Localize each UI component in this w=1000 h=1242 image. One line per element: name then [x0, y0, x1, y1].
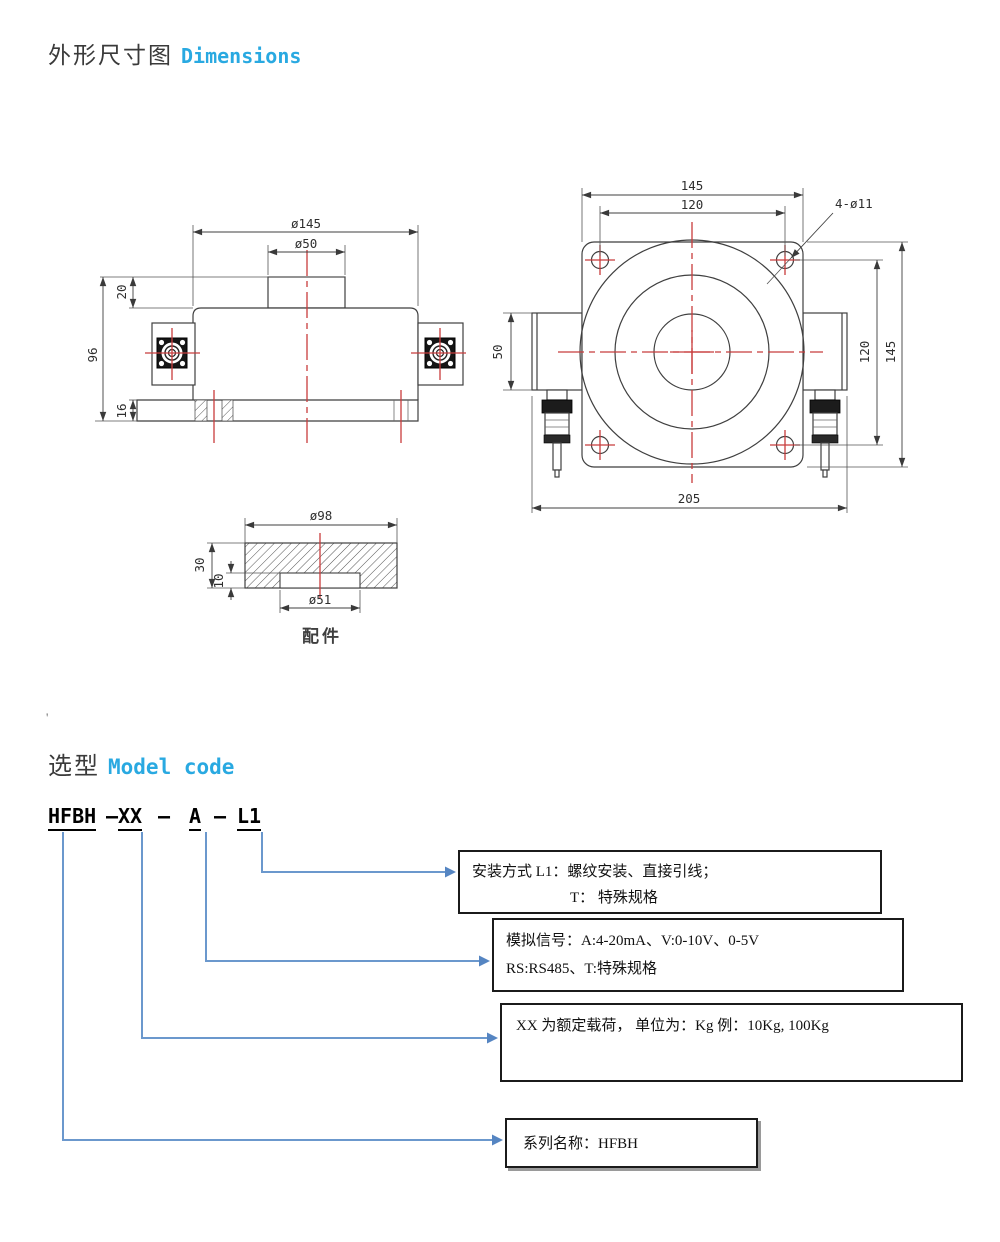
dim-label-hole-spacing-right: 120	[857, 341, 872, 364]
dim-label-step-height: 10	[211, 573, 226, 588]
stray-mark: '	[46, 710, 49, 725]
side-view-drawing: ø145 ø50 20 96 16	[85, 216, 466, 443]
callout-signal: 模拟信号：A:4-20mA、V:0-10V、0-5V RS:RS485、T:特殊…	[492, 918, 904, 992]
callout-series-name: 系列名称：HFBH	[505, 1118, 758, 1168]
front-view-body	[531, 222, 848, 483]
model-code-mount: L1	[237, 804, 262, 831]
front-view-drawing: 145 120 4-ø11 50 120 145	[490, 178, 908, 513]
callout-signal-line2: RS:RS485、T:特殊规格	[506, 961, 657, 977]
model-code-series: HFBH	[48, 804, 97, 831]
arrow-head	[445, 866, 456, 878]
dim-label-outer-dia: ø98	[310, 508, 333, 523]
section-title-zh: 选型	[48, 754, 100, 780]
dim-label-height: 30	[192, 557, 207, 572]
dim-label-total-height: 96	[85, 347, 100, 362]
cable-gland-right	[809, 389, 841, 478]
model-code: HFBH – XX – A – L1	[48, 804, 308, 836]
dim-label-hole-spacing-top: 120	[681, 197, 704, 212]
section-hatch	[194, 399, 208, 422]
callout-signal-line1: 模拟信号：A:4-20mA、V:0-10V、0-5V	[506, 933, 760, 949]
dim-label-block-height: 50	[490, 344, 505, 359]
accessory-drawing: ø98 30 10 ø51 配件	[192, 508, 398, 647]
side-view-body	[136, 250, 466, 443]
page-title-zh: 外形尺寸图	[48, 43, 173, 68]
dim-label-plate-width: 145	[681, 178, 704, 193]
dim-label-holes: 4-ø11	[835, 196, 873, 211]
arrow-head	[479, 955, 490, 967]
front-view-dimensions: 145 120 4-ø11 50 120 145	[490, 178, 908, 513]
callout-connector-lines	[62, 832, 503, 1146]
section-title: 选型 Model code	[48, 746, 234, 781]
model-code-signal: A	[189, 804, 202, 831]
side-connector-right	[411, 322, 466, 386]
callout-mounting: 安装方式 L1：螺纹安装、直接引线； T： 特殊规格	[458, 850, 882, 914]
cable-gland-left	[541, 389, 573, 478]
dim-label-base-height: 16	[114, 403, 129, 418]
section-title-en: Model code	[108, 755, 235, 779]
side-view-dimensions: ø145 ø50 20 96 16	[85, 216, 419, 422]
section-hatch	[221, 399, 234, 422]
callout-series-name-line1: 系列名称：HFBH	[523, 1136, 639, 1152]
dim-label-boss-height: 20	[114, 284, 129, 299]
accessory-caption: 配件	[302, 626, 342, 647]
dim-label-total-width: 205	[678, 491, 701, 506]
model-code-separator: –	[106, 804, 119, 828]
accessory-dimensions: ø98 30 10 ø51 配件	[192, 508, 398, 647]
dim-label-body-width: ø145	[291, 216, 321, 231]
model-code-load: XX	[118, 804, 143, 831]
side-connector-left	[145, 322, 200, 386]
callout-rated-load: XX 为额定载荷， 单位为：Kg 例：10Kg, 100Kg	[500, 1003, 963, 1082]
callout-mounting-line2: T： 特殊规格	[570, 890, 658, 906]
page-title-en: Dimensions	[181, 44, 302, 68]
dim-label-boss-width: ø50	[295, 236, 318, 251]
dim-label-bore-dia: ø51	[309, 592, 332, 607]
model-code-separator: –	[158, 804, 171, 828]
model-code-separator: –	[214, 804, 227, 828]
dim-label-plate-height: 145	[883, 341, 898, 364]
accessory-body	[244, 533, 398, 598]
callout-rated-load-line1: XX 为额定载荷， 单位为：Kg 例：10Kg, 100Kg	[516, 1018, 829, 1034]
callout-mounting-line1: 安装方式 L1：螺纹安装、直接引线；	[472, 864, 718, 880]
arrow-head	[487, 1032, 498, 1044]
page-title: 外形尺寸图 Dimensions	[48, 36, 301, 70]
arrow-head	[492, 1134, 503, 1146]
